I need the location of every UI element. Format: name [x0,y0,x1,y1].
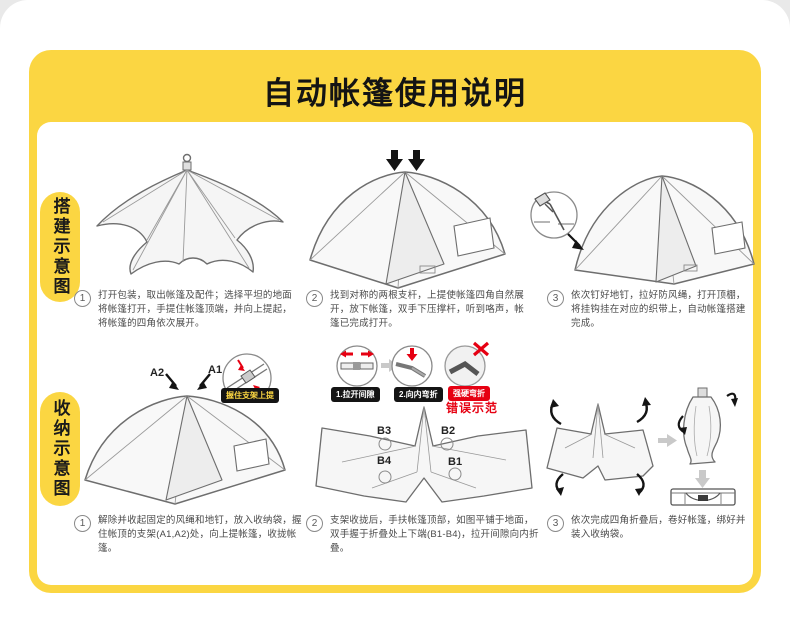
pack-step2-number: 2 [306,515,323,532]
page-title: 自动帐篷使用说明 [263,76,527,111]
section-label-pack: 收纳示意图 [40,392,80,506]
setup-step2-text: 找到对称的两根支杆，上提使帐篷四角自然展开，放下帐篷，双手下压撑杆，听到咯声，帐… [330,290,525,329]
setup-step2-number: 2 [306,290,323,307]
label-a2: A2 [150,367,165,379]
tent-open-illustration [309,150,506,289]
hard-bend-label: 强硬弯折 [448,386,490,401]
pack-step1-number: 1 [74,515,91,532]
rolled-tent-icon [677,387,738,465]
pull-gap-label: 1.拉开间隙 [331,387,380,402]
bend-inward-label: 2.向内弯折 [394,387,443,402]
hard-bend-inset-icon [444,341,490,387]
fold-detail-insets [336,341,490,387]
a1-arrow-icon [197,373,211,390]
label-b2: B2 [441,425,456,437]
stake-hammer-inset-icon [530,191,584,250]
press-down-arrow-icon [386,150,403,171]
hold-bracket-label: 握住支架上提 [221,388,279,403]
label-b3: B3 [377,425,392,437]
a2-arrow-icon [165,373,179,390]
tent-finished-illustration [530,175,755,285]
x-mark-icon [472,341,490,357]
pack-step3-text: 依次完成四角折叠后，卷好帐篷，绑好并装入收纳袋。 [571,515,746,540]
press-down-arrow-icon [408,150,425,171]
fold-roll-bag-illustration [546,387,738,506]
label-b1: B1 [448,456,463,468]
bend-inward-inset-icon [391,345,433,387]
tent-pack-grab-illustration [84,353,286,505]
tent-flat-illustration [315,406,533,503]
tent-lift-illustration [96,153,284,275]
setup-step3-number: 3 [547,290,564,307]
pack-step3-number: 3 [547,515,564,532]
pack-step2-text: 支架收拢后，手扶帐篷顶部，如图平铺于地面，双手握于折叠处上下端(B1-B4)，拉… [330,515,539,554]
fold-arrowheads [550,397,651,496]
storage-bag-icon [670,488,736,506]
label-a1: A1 [208,364,223,376]
setup-step3-text: 依次钉好地钉，拉好防风绳，打开顶棚，将挂钩挂在对应的织带上，自动帐篷搭建完成。 [571,290,746,329]
down-arrow-icon [695,470,710,488]
label-b4: B4 [377,455,392,467]
setup-step1-text: 打开包装，取出帐篷及配件；选择平坦的地面将帐篷打开，手提住帐篷顶端，并向上提起，… [98,290,293,329]
pack-step1-text: 解除并收起固定的风绳和地钉，放入收纳袋，握住帐顶的支架(A1,A2)处，向上提帐… [98,515,302,554]
section-label-setup: 搭建示意图 [40,192,80,302]
setup-step1-number: 1 [74,290,91,307]
next-arrow-icon [381,359,398,372]
pull-gap-inset-icon [336,345,378,387]
wrong-demo-label: 错误示范 [446,401,499,415]
next-arrow-icon [658,434,677,447]
